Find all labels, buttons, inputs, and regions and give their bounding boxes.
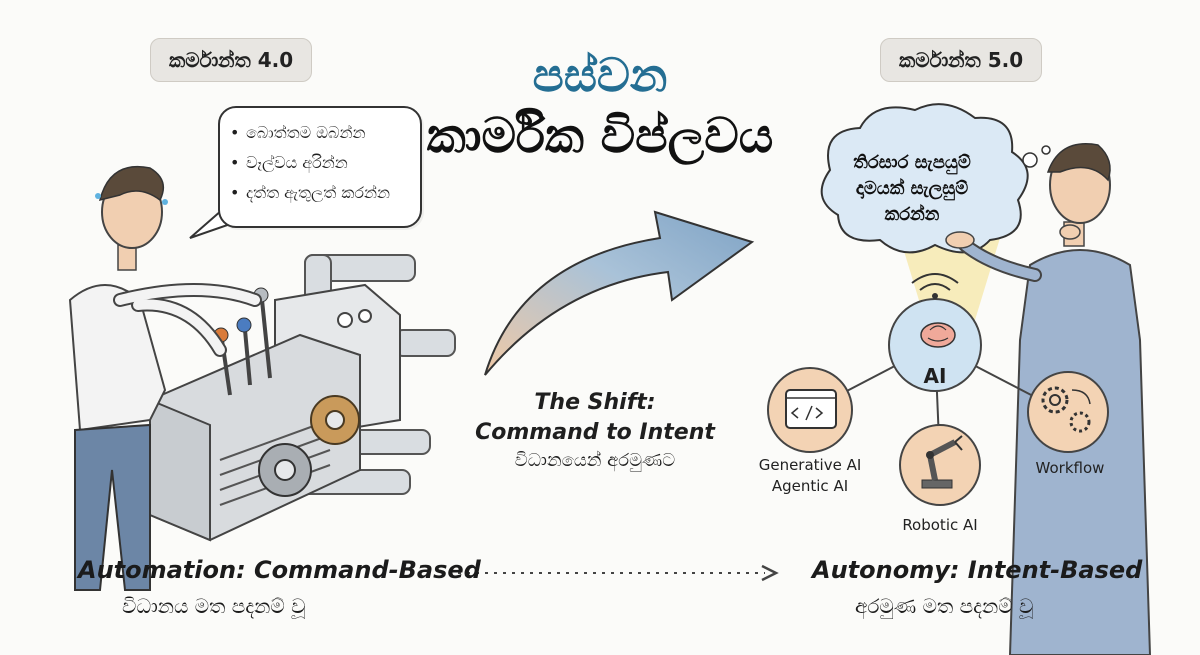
code-window-icon xyxy=(785,389,837,429)
ai-network xyxy=(767,273,1109,506)
speech-bubble: බොත්තම ඔබන්න වෑල්වය අරින්න දත්ත ඇතුලත් ක… xyxy=(218,106,422,228)
thinking-person xyxy=(945,143,1152,655)
shift-title-line1: The Shift: xyxy=(534,390,656,415)
page-title-line2: කාර්මික විප්ලවය xyxy=(426,108,774,164)
thought-cloud xyxy=(820,103,1051,254)
instruction-item: වෑල්වය අරින්න xyxy=(230,148,420,178)
autonomy-caption: Autonomy: Intent-Based xyxy=(812,556,1143,584)
shift-arrow xyxy=(484,210,755,376)
node-label-generative-agentic: Generative AI Agentic AI xyxy=(758,456,862,495)
progression-dotted-arrow xyxy=(458,564,779,582)
industry-5-tag: කර්මාන්ත 5.0 xyxy=(880,38,1043,82)
gears-workflow-icon xyxy=(1041,386,1091,433)
industrial-machine xyxy=(149,254,456,542)
automation-caption-si: විධානය මත පදනම් වූ xyxy=(122,594,306,618)
brain-icon xyxy=(920,322,956,348)
node-label-workflow: Workflow xyxy=(1035,459,1105,477)
automation-caption: Automation: Command-Based xyxy=(78,556,481,584)
robot-arm-icon xyxy=(921,435,963,489)
page-title-line1: පස්වන xyxy=(532,48,668,102)
node-label-robotic: Robotic AI xyxy=(902,516,978,534)
thought-cloud-text: තිරසාර සැපයුම් දාමයක් සැලසුම් කරන්න xyxy=(853,152,971,225)
ai-hub-label: AI xyxy=(923,364,947,388)
instruction-item: දත්ත ඇතුලත් කරන්න xyxy=(230,178,420,208)
instruction-item: බොත්තම ඔබන්න xyxy=(230,118,420,148)
stressed-worker xyxy=(68,166,262,591)
instruction-list: බොත්තම ඔබන්න වෑල්වය අරින්න දත්ත ඇතුලත් ක… xyxy=(220,118,420,208)
shift-subtitle: විධානයෙන් අරමුණට xyxy=(514,450,676,471)
industry-4-tag: කර්මාන්ත 4.0 xyxy=(150,38,313,82)
shift-title-line2: Command to Intent xyxy=(475,420,715,445)
autonomy-caption-si: අරමුණ මත පදනම් වූ xyxy=(855,594,1034,618)
shift-title: The Shift: Command to Intent xyxy=(470,388,720,448)
